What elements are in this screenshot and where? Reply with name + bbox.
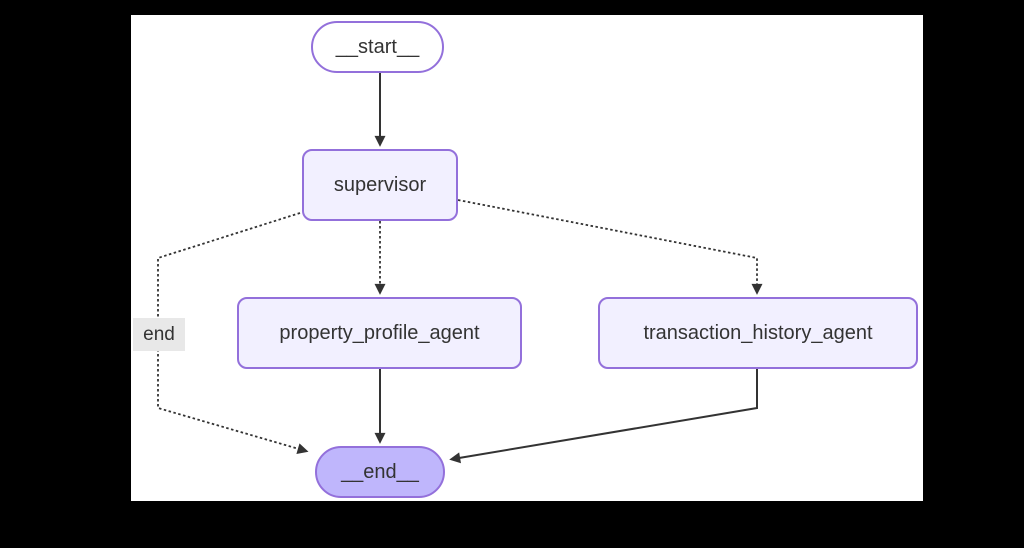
node-start-label: __start__ [335, 35, 420, 58]
node-transaction-history-agent-label: transaction_history_agent [643, 321, 873, 344]
node-supervisor-label: supervisor [333, 173, 427, 196]
edges-layer [157, 73, 763, 464]
diagram-canvas: __start__ supervisor property_profile_ag… [131, 15, 923, 501]
edge-transaction-history-agent-to-end [449, 368, 758, 464]
node-property-profile-agent-label: property_profile_agent [279, 321, 480, 344]
node-property-profile-agent: property_profile_agent [237, 297, 522, 369]
node-end: __end__ [315, 446, 445, 498]
edge-supervisor-to-transaction-history-agent [457, 199, 763, 295]
node-supervisor: supervisor [302, 149, 458, 221]
node-start: __start__ [311, 21, 444, 73]
node-transaction-history-agent: transaction_history_agent [598, 297, 918, 369]
edge-supervisor-to-end [157, 212, 309, 454]
node-end-label: __end__ [341, 460, 419, 483]
edge-label-end-text: end [143, 323, 175, 345]
edge-label-end: end [133, 318, 185, 351]
